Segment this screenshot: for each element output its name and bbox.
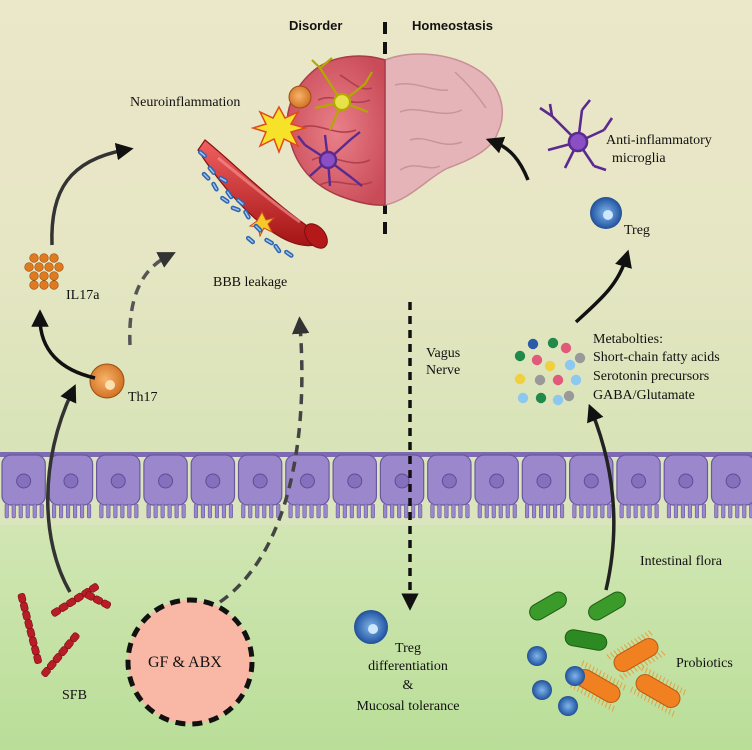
epithelial-cell (143, 454, 188, 519)
sfb-label: SFB (62, 688, 87, 703)
epithelial-cell (48, 454, 94, 519)
metabolite-dots (514, 337, 586, 406)
epithelial-cell (616, 454, 661, 519)
epithelial-cell (332, 454, 378, 519)
bbb-leakage-particles (197, 149, 294, 258)
gf-abx-label: GF & ABX (148, 654, 222, 671)
microglia-label: microglia (612, 151, 666, 166)
epithelial-cell (1, 454, 46, 519)
nerve-label: Nerve (426, 363, 460, 378)
arrow-sfb-to-th17 (46, 384, 77, 593)
probiotics-bacteria (527, 591, 686, 717)
treg-diff-line2: differentiation (368, 659, 448, 674)
gf-abx-circle (125, 597, 255, 727)
epithelial-cell (663, 454, 709, 519)
th17-cell-brain (288, 85, 312, 109)
il17a-label: IL17a (66, 288, 100, 303)
arrow-microglia-to-brain (485, 136, 530, 181)
epithelial-cell (190, 454, 236, 519)
vagus-label: Vagus (426, 346, 460, 361)
anti-inflammatory-label: Anti-inflammatory (606, 133, 712, 148)
disorder-header: Disorder (289, 18, 342, 33)
epithelial-cell (521, 454, 567, 519)
inflammation-burst (250, 105, 308, 155)
blood-vessel (197, 139, 328, 249)
epithelial-cell (285, 454, 330, 519)
arrow-th17-to-bbb (128, 252, 176, 346)
epithelial-cell (710, 454, 752, 519)
metabolites-title: Metabolties: (593, 332, 663, 347)
treg-diff-line4: Mucosal tolerance (356, 699, 459, 714)
treg-label-upper: Treg (624, 223, 650, 238)
metabolite-gaba: GABA/Glutamate (593, 388, 695, 403)
intestinal-epithelium (0, 452, 752, 519)
epithelial-cell (568, 454, 614, 519)
metabolite-serotonin: Serotonin precursors (593, 369, 709, 384)
anti-inflammatory-microglia (539, 99, 614, 172)
bbb-leakage-label: BBB leakage (213, 275, 287, 290)
sfb-bacteria (17, 583, 112, 677)
activated-microglia-yellow (311, 57, 373, 131)
th17-label: Th17 (128, 390, 158, 405)
arrow-metabolites-to-treg (574, 249, 632, 324)
metabolite-scfa: Short-chain fatty acids (593, 350, 720, 365)
treg-diff-line3: & (403, 678, 414, 693)
epithelial-cell (95, 454, 141, 519)
microglia-purple-brain (297, 131, 363, 187)
epithelial-cell (237, 454, 283, 519)
epithelial-cell (427, 454, 472, 519)
arrow-il17a-to-brain (50, 142, 134, 246)
epithelial-cell (379, 454, 425, 519)
il17a-cluster (24, 253, 64, 290)
epithelial-cell (474, 454, 519, 519)
neuroinflammation-label: Neuroinflammation (130, 95, 240, 110)
arrow-probiotics-to-metabolites (587, 403, 616, 591)
arrow-th17-to-il17a (31, 309, 96, 380)
treg-diff-line1: Treg (395, 641, 421, 656)
probiotics-label: Probiotics (676, 656, 733, 671)
homeostasis-header: Homeostasis (412, 18, 493, 33)
arrow-gfabx-to-bbb (218, 316, 310, 604)
brain (286, 53, 503, 206)
intestinal-flora-label: Intestinal flora (640, 554, 723, 569)
